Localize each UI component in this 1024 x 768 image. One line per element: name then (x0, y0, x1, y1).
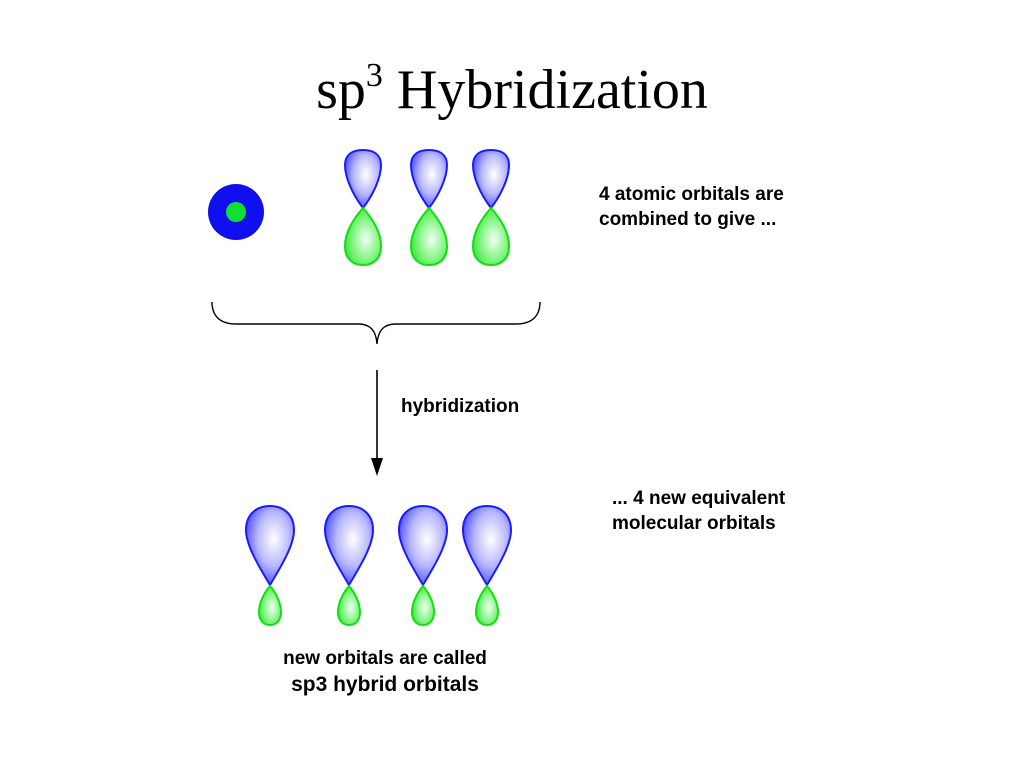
sp3-orbital-icon (323, 504, 375, 627)
bottom-caption-line1: new orbitals are called (283, 648, 487, 669)
molecular-caption-line2: molecular orbitals (612, 513, 776, 534)
title-prefix: sp (316, 59, 366, 121)
p-orbital-icon (409, 148, 449, 267)
atomic-caption-line2: combined to give ... (599, 209, 777, 230)
brace (211, 301, 541, 345)
sp3-orbital-icon (244, 504, 296, 627)
p-orbital-icon (471, 148, 511, 267)
title-superscript: 3 (365, 57, 383, 94)
bottom-caption-line2: sp3 hybrid orbitals (291, 673, 479, 696)
atomic-caption-line1: 4 atomic orbitals are (599, 184, 784, 205)
sp3-orbital-icon (461, 504, 513, 627)
s-orbital-icon (208, 184, 264, 240)
p-orbital-icon (343, 148, 383, 267)
sp3-orbital-icon (397, 504, 449, 627)
molecular-orbitals-caption: ... 4 new equivalent molecular orbitals (612, 486, 785, 536)
hybrid-orbitals-caption: new orbitals are called sp3 hybrid orbit… (235, 646, 535, 699)
title-suffix: Hybridization (382, 59, 708, 121)
page-title: sp3 Hybridization (0, 58, 1024, 122)
molecular-caption-line1: ... 4 new equivalent (612, 488, 786, 509)
atomic-orbitals-caption: 4 atomic orbitals are combined to give .… (599, 182, 784, 232)
hybridization-label: hybridization (401, 396, 520, 417)
hybridization-arrow (371, 370, 383, 476)
